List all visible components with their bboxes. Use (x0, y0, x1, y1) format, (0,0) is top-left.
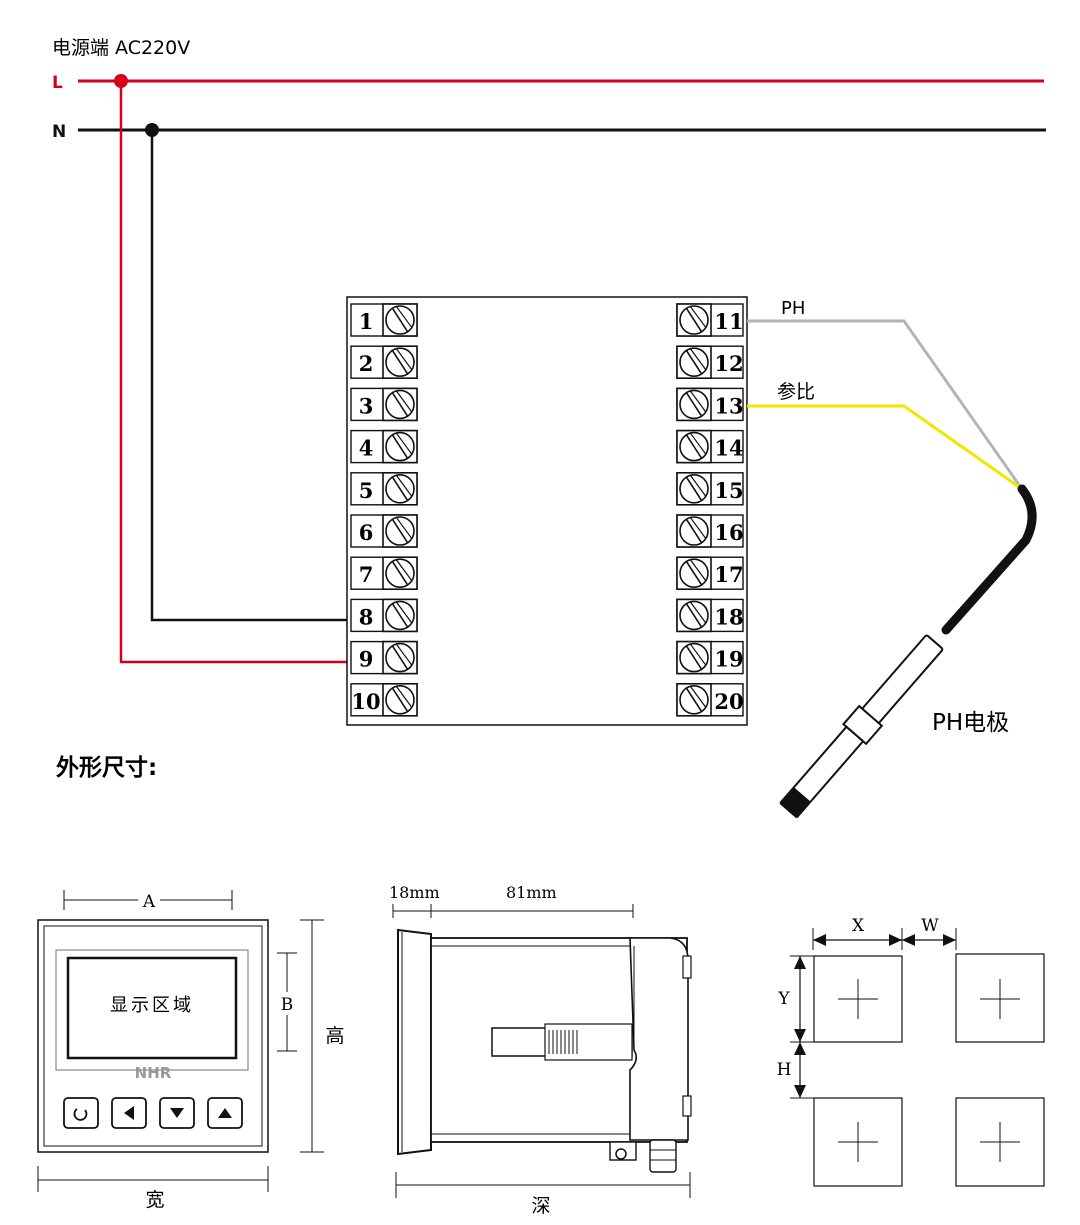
terminal-number: 10 (351, 689, 380, 714)
terminal-11: 11 (676, 303, 744, 337)
arrow-up-icon (218, 1108, 232, 1118)
terminal-number: 2 (359, 351, 374, 376)
arrow-down-icon (170, 1108, 184, 1118)
dim-w-label: W (921, 916, 939, 936)
terminal-number: 4 (359, 436, 374, 461)
front-button-return (63, 1097, 99, 1129)
display-area-label: 显示区域 (110, 995, 194, 1016)
terminal-5: 5 (350, 471, 418, 506)
dim-y-label: Y (777, 989, 790, 1009)
ph-electrode (779, 634, 944, 819)
terminal-number: 9 (359, 647, 374, 672)
dimensions-title: 外形尺寸: (56, 754, 157, 781)
ph-wire (747, 319, 1024, 490)
dim-width-label: 宽 (145, 1189, 164, 1211)
terminal-number: 12 (714, 351, 743, 376)
ph-wire-label: PH (781, 298, 805, 319)
terminal-number: 14 (714, 436, 743, 461)
terminal-8: 8 (350, 598, 418, 633)
front-view: A 显示区域 NHR B 高 宽 (37, 890, 345, 1211)
terminal-number: 19 (714, 647, 743, 672)
ref-wire-label: 参比 (777, 381, 815, 403)
side-view: 18mm 81mm (389, 883, 692, 1217)
terminal-number: 18 (714, 604, 743, 629)
live-label: L (52, 73, 63, 93)
terminal-number: 1 (359, 309, 374, 334)
dim-x-label: X (852, 916, 865, 936)
nhr-logo: NHR (135, 1064, 172, 1082)
terminal-number: 7 (359, 562, 374, 587)
neutral-drop-wire (150, 130, 347, 622)
terminal-2: 2 (350, 345, 418, 380)
terminal-14: 14 (676, 429, 744, 464)
terminal-18: 18 (676, 598, 744, 633)
terminal-17: 17 (676, 556, 744, 591)
arrow-left-icon (124, 1106, 134, 1120)
terminal-16: 16 (676, 514, 744, 548)
terminal-9: 9 (350, 640, 418, 675)
dim-a-label: A (142, 892, 156, 912)
terminal-number: 8 (359, 604, 374, 629)
terminal-number: 6 (359, 520, 374, 545)
terminal-number: 11 (714, 309, 743, 334)
terminal-number: 16 (714, 520, 743, 545)
terminal-4: 4 (350, 429, 418, 464)
neutral-label: N (52, 122, 66, 142)
terminal-13: 13 (676, 387, 744, 422)
dim-81mm-label: 81mm (506, 883, 557, 902)
terminal-number: 13 (714, 393, 743, 418)
terminal-12: 12 (676, 345, 744, 380)
ref-wire (747, 404, 1023, 491)
terminal-number: 20 (714, 689, 743, 714)
terminals-right: 11 12 13 14 15 16 17 18 19 20 (676, 303, 744, 717)
dim-18mm-label: 18mm (389, 883, 440, 902)
dim-depth-label: 深 (531, 1195, 550, 1217)
electrode-cable (941, 484, 1037, 635)
terminal-1: 1 (350, 303, 418, 337)
terminal-15: 15 (676, 471, 744, 506)
terminal-3: 3 (350, 387, 418, 422)
terminal-19: 19 (676, 640, 744, 675)
live-drop-wire (119, 81, 347, 664)
power-title: 电源端 AC220V (52, 37, 190, 59)
terminal-number: 15 (714, 478, 743, 503)
dim-h-label: H (777, 1060, 792, 1080)
dim-b-label: B (281, 995, 294, 1015)
terminal-10: 10 (350, 682, 418, 717)
dim-height-label: 高 (325, 1025, 344, 1047)
terminals-left: 1 2 3 4 5 6 7 8 9 10 (350, 303, 418, 717)
terminal-20: 20 (676, 682, 744, 717)
terminal-number: 3 (359, 393, 374, 418)
return-icon (73, 1108, 88, 1121)
terminal-number: 17 (714, 562, 743, 587)
terminal-7: 7 (350, 556, 418, 591)
panel-cutout-view: X W Y H (777, 916, 1045, 1187)
ph-electrode-label: PH电极 (932, 710, 1009, 736)
terminal-6: 6 (350, 514, 418, 548)
terminal-number: 5 (359, 478, 374, 503)
